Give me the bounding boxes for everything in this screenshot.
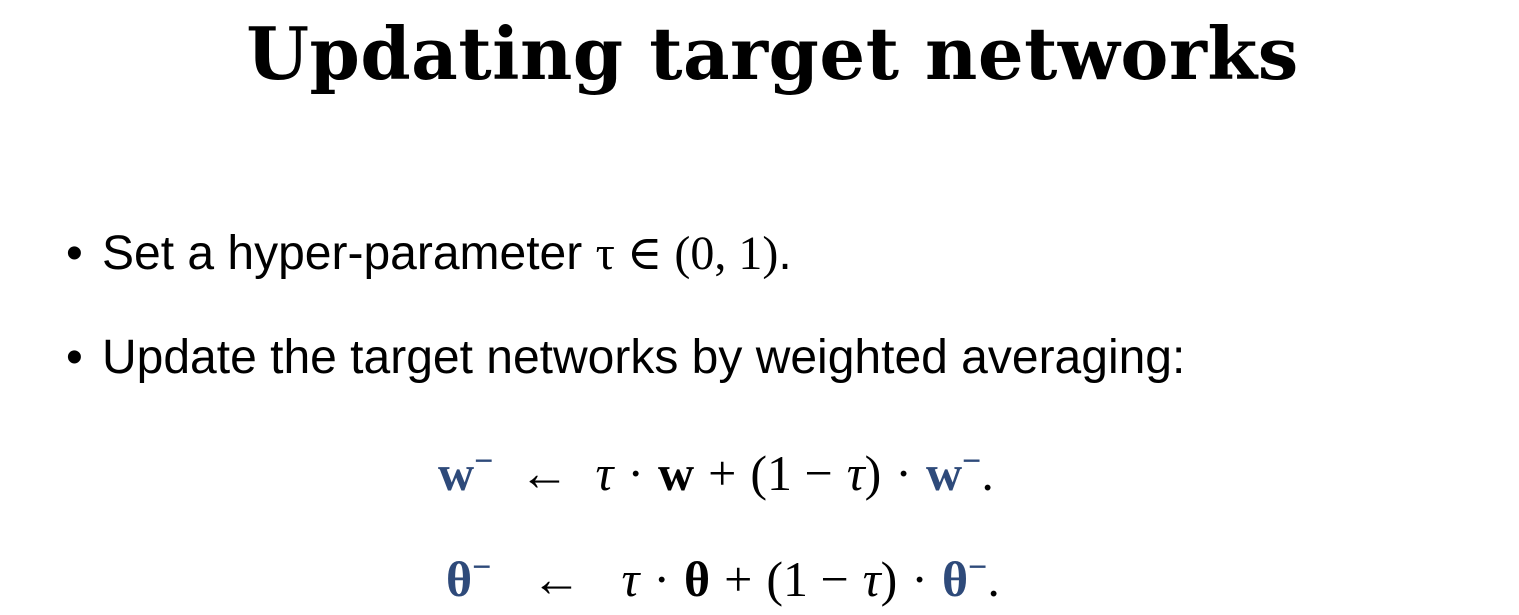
equation-tau: τ — [621, 551, 640, 607]
equation-theta-update: θ−←τ·θ+(1 −τ)·θ−. — [446, 538, 1000, 609]
equation-plus: + — [724, 551, 753, 607]
equation-rhs-symbol: θ — [684, 551, 711, 607]
equation-paren-open: (1 − — [750, 445, 833, 501]
bullet-hyperparameter: • Set a hyper-parameter τ ∈ (0, 1). — [66, 226, 792, 282]
equation-arrow: ← — [519, 445, 570, 501]
equation-end: . — [981, 445, 994, 501]
equation-paren-tau: τ — [862, 551, 881, 607]
equation-lhs-superscript: − — [474, 443, 494, 480]
equation-dot: · — [895, 445, 912, 501]
bullet-update: • Update the target networks by weighted … — [66, 330, 1185, 386]
equation-arrow: ← — [531, 551, 582, 607]
bullet-dot: • — [66, 227, 83, 280]
equation-rhs-symbol: w — [658, 445, 695, 501]
equation-lhs-superscript: − — [472, 549, 492, 586]
equation-lhs: θ — [446, 551, 473, 607]
equation-paren-close: ) — [880, 551, 898, 607]
equation-rhs-target: θ — [941, 551, 969, 607]
bullet-suffix: . — [778, 227, 792, 280]
equation-dot: · — [911, 551, 928, 607]
equation-dot: · — [627, 445, 645, 501]
equation-paren-open: (1 − — [766, 551, 849, 607]
equation-lhs: w — [438, 445, 475, 501]
equation-plus: + — [708, 445, 737, 501]
equation-dot: · — [653, 551, 671, 607]
equation-w-update: w−←τ·w+(1 −τ)·w−. — [438, 432, 994, 503]
equation-rhs-target: w — [925, 445, 963, 501]
equation-rhs-superscript: − — [968, 549, 988, 586]
bullet-math: τ ∈ (0, 1) — [595, 227, 779, 280]
equation-end: . — [987, 551, 1000, 607]
bullet-text: Set a hyper-parameter — [102, 227, 596, 280]
equation-paren-close: ) — [864, 445, 882, 501]
page-title: Updating target networks — [246, 11, 1299, 96]
bullet-text: Update the target networks by weighted a… — [102, 331, 1186, 384]
bullet-dot: • — [66, 331, 83, 384]
equation-paren-tau: τ — [846, 445, 865, 501]
equation-tau: τ — [595, 445, 614, 501]
equation-rhs-superscript: − — [962, 443, 982, 480]
